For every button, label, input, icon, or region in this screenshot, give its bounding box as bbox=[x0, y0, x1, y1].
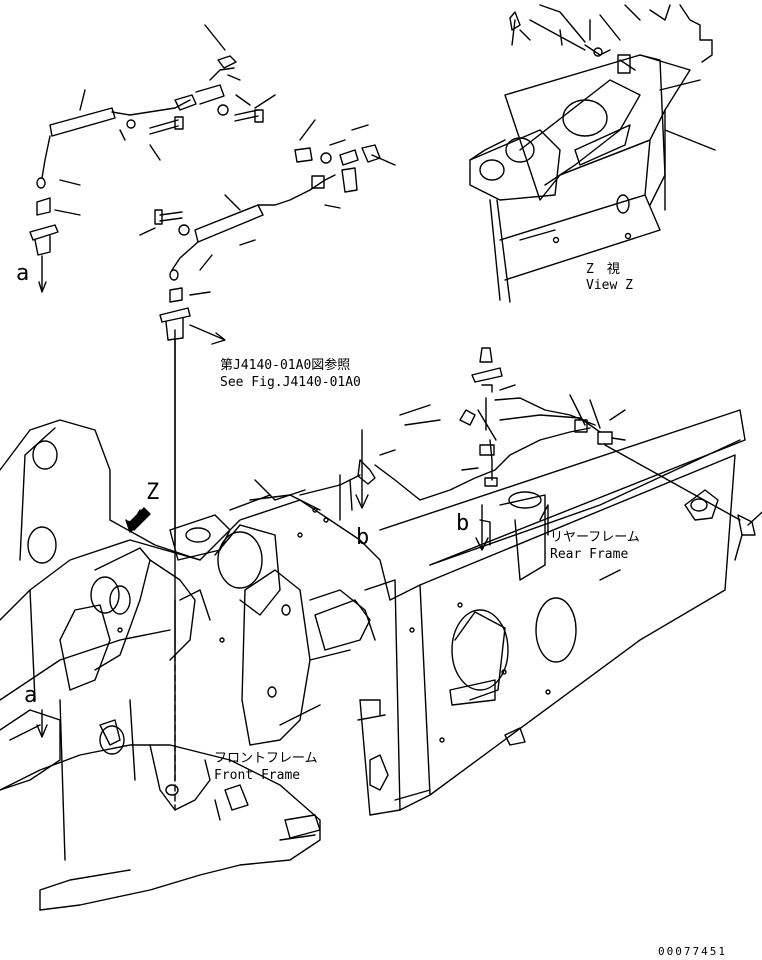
rear-frame bbox=[357, 409, 746, 816]
view-z-label-jp: Z 視 bbox=[586, 262, 620, 277]
sensor-harness-left bbox=[29, 24, 276, 293]
view-z-inset bbox=[469, 4, 716, 303]
drawing-number: 00077451 bbox=[658, 945, 727, 958]
marker-z: Z bbox=[146, 480, 160, 505]
sensor-harness-center bbox=[357, 347, 762, 561]
sensor-harness-middle bbox=[139, 119, 396, 781]
marker-b-left: b bbox=[356, 525, 370, 550]
marker-a-top: a bbox=[16, 261, 30, 286]
front-frame-label-en: Front Frame bbox=[214, 768, 301, 783]
rear-frame-label-en: Rear Frame bbox=[550, 547, 629, 562]
marker-b-right: b bbox=[456, 511, 470, 536]
view-z-label-en: View Z bbox=[586, 278, 633, 293]
marker-a-bottom: a bbox=[24, 683, 38, 708]
direction-arrows bbox=[36, 329, 489, 738]
front-frame-label-jp: フロントフレーム bbox=[214, 751, 318, 766]
rear-frame-label-jp: リヤーフレーム bbox=[550, 530, 640, 545]
see-fig-label-jp: 第J4140-01A0図参照 bbox=[220, 358, 351, 373]
front-frame bbox=[0, 419, 391, 911]
see-fig-label-en: See Fig.J4140-01A0 bbox=[220, 375, 361, 390]
